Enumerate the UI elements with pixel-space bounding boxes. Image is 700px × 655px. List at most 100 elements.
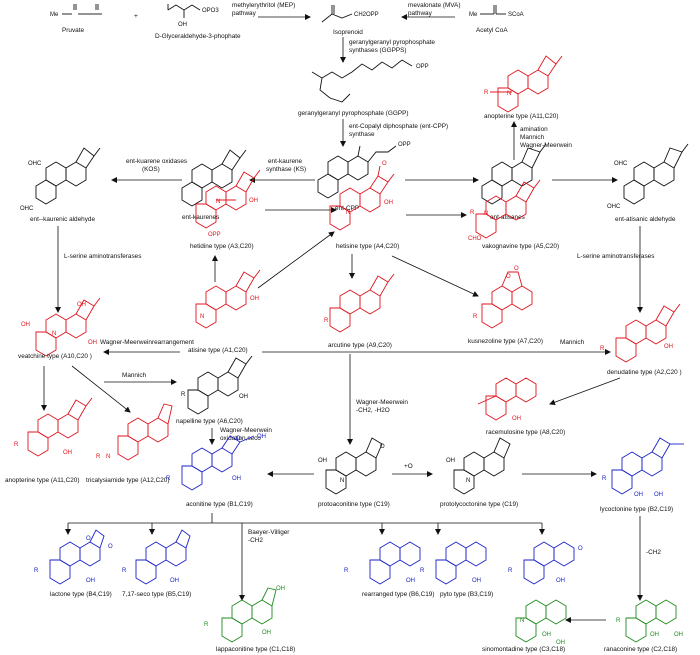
lycoctonine-oh-1: OH xyxy=(634,492,643,498)
mep-label-2: pathway xyxy=(232,10,257,17)
anopterine-top-structure xyxy=(490,55,563,113)
ks-label-1: ent-kaurene xyxy=(268,158,303,165)
mannich-mid-label: Mannich xyxy=(560,339,585,346)
pyto-structure xyxy=(435,541,487,585)
aconitine-r: R xyxy=(166,476,171,482)
atisine-to-hetisine-arrow xyxy=(257,231,335,289)
lactone-o1: O xyxy=(86,536,91,542)
atisanic-aldehyde-label: ent-atisanic aldehyde xyxy=(615,216,676,223)
veatchine-label: veatchine type (A10,C20 ) xyxy=(18,353,92,360)
cps-label-1: ent-Copalyl diphosphate (ent-CPP) xyxy=(349,123,448,130)
seco-r: R xyxy=(122,568,127,574)
aconitine-oh-top: OH xyxy=(257,434,266,440)
racemulosine-label: racemulosine type (A8,C20) xyxy=(486,429,565,436)
atisine-n: N xyxy=(200,314,204,320)
plus-sign: + xyxy=(134,13,138,20)
atisanic-ohc-bottom: OHC xyxy=(607,204,621,210)
denudatine-label: denudatine type (A2,C20 ) xyxy=(607,369,682,376)
mep-label-1: methylerythritol (MEP) xyxy=(232,2,295,9)
kos-label-2: (KOS) xyxy=(142,166,160,173)
denudatine-structure xyxy=(615,303,681,363)
anopterine-top-label: anopterine type (A11,C20) xyxy=(484,113,558,120)
pyto-label: pyto type (B3,C19) xyxy=(440,591,493,598)
plus-o-label: +O xyxy=(404,463,413,470)
protolycoctonine-n: N xyxy=(466,478,470,484)
vakognavine-structure xyxy=(475,179,541,239)
acetyl-me: Me xyxy=(469,12,478,18)
hetisine-to-kusnezoline-arrow xyxy=(391,255,479,297)
vakognavine-r: R xyxy=(470,210,475,216)
arcutine-label: arcutine type (A9,C20) xyxy=(328,342,392,349)
rearranged-structure xyxy=(369,541,421,585)
kusnezoline-o2: O xyxy=(514,266,519,272)
mva-label-2: pathway xyxy=(408,10,433,17)
hetisine-structure xyxy=(329,165,395,231)
atisine-structure xyxy=(195,269,261,329)
veatchine-to-tricalysiamide-arrow xyxy=(71,365,131,413)
kusnezoline-label: kusnezoline type (A7,C20) xyxy=(468,338,543,345)
wm-rearr-label: Wagner-Meerweinrearrangement xyxy=(100,339,194,346)
vakognavine-label: vakognavine type (A5,C20) xyxy=(482,243,559,250)
anopterine-bottom-r: R xyxy=(14,442,19,448)
wm-ox-label-2: oxidation,seco xyxy=(220,435,261,442)
hetidine-structure xyxy=(195,169,261,229)
protoaconitine-oh: OH xyxy=(318,458,327,464)
minus-ch2-label: -CH2 xyxy=(646,549,661,556)
anopterine-bottom-label: anopterine type (A11,C20) xyxy=(5,477,79,484)
cps-label-2: synthase xyxy=(349,131,375,138)
veatchine-n: N xyxy=(52,331,56,337)
kos-label-1: ent-kuarene oxidases xyxy=(126,158,187,165)
sinomontadine-oh-1: OH xyxy=(542,632,551,638)
ent-cpp-structure xyxy=(317,145,397,199)
napelline-oh: OH xyxy=(239,394,248,400)
protoaconitine-label: protoaconitine type (C19) xyxy=(318,501,390,508)
kaurenic-ohc-top: OHC xyxy=(28,161,42,167)
b3-o: O xyxy=(578,546,583,552)
lactone-label: lactone type (B4,C19) xyxy=(50,591,112,598)
lycoctonine-oh-2: OH xyxy=(654,492,663,498)
arcutine-r: R xyxy=(324,318,329,324)
ggpp-structure xyxy=(311,59,413,103)
seco-structure xyxy=(135,529,191,585)
tricalysiamide-structure xyxy=(117,403,173,461)
protoaconitine-n: N xyxy=(340,478,344,484)
serine-right-label: L-serine aminotransferases xyxy=(577,253,654,260)
tricalysiamide-r: R xyxy=(96,454,101,460)
anopterine-bottom-oh: OH xyxy=(63,450,72,456)
vakognavine-cho: CHO xyxy=(468,236,482,242)
veatchine-oh-left: OH xyxy=(21,322,30,328)
denudatine-r: R xyxy=(600,346,605,352)
lappaconitine-structure xyxy=(221,587,277,643)
kaurenic-ohc-bottom: OHC xyxy=(20,206,34,212)
hetisine-o: O xyxy=(382,161,387,167)
hetidine-n: N xyxy=(216,199,220,205)
serine-left-label: L-serine aminotransferases xyxy=(64,253,141,260)
veatchine-oh-top: OH xyxy=(77,302,86,308)
acetyl-label: Acetyl CoA xyxy=(476,27,508,34)
isoprenoid-ch2opp: CH2OPP xyxy=(354,12,379,18)
pyruvate-structure xyxy=(62,4,102,15)
sinomontadine-oh-2: OH xyxy=(556,640,565,646)
anopterine-top-n: N xyxy=(507,91,511,97)
pyto-r: R xyxy=(420,568,425,574)
atisine-oh: OH xyxy=(250,296,259,302)
napelline-r: R xyxy=(181,392,186,398)
aconitine-label: aconitine type (B1,C19) xyxy=(186,501,253,508)
wm-mid-label-2: -CH2, -H2O xyxy=(356,407,390,414)
lactone-oh: OH xyxy=(86,578,95,584)
bv-label-2: -CH2 xyxy=(248,537,263,544)
sinomontadine-n: N xyxy=(520,618,524,624)
protoaconitine-o: O xyxy=(380,444,385,450)
protolycoctonine-label: protolycoctonine type (C19) xyxy=(440,501,518,508)
aconitine-structure xyxy=(181,435,255,491)
aconitine-o: O xyxy=(236,436,241,442)
kaurenic-aldehyde-structure xyxy=(35,147,101,205)
ent-atisanes-structure xyxy=(481,143,547,205)
hetisine-label: hetisine type (A4,C20) xyxy=(336,243,399,250)
seco-oh: OH xyxy=(170,578,179,584)
pyto-oh: OH xyxy=(472,578,481,584)
rearranged-r: R xyxy=(344,568,349,574)
tricalysiamide-n: N xyxy=(106,454,110,460)
lycoctonine-structure xyxy=(611,437,684,495)
